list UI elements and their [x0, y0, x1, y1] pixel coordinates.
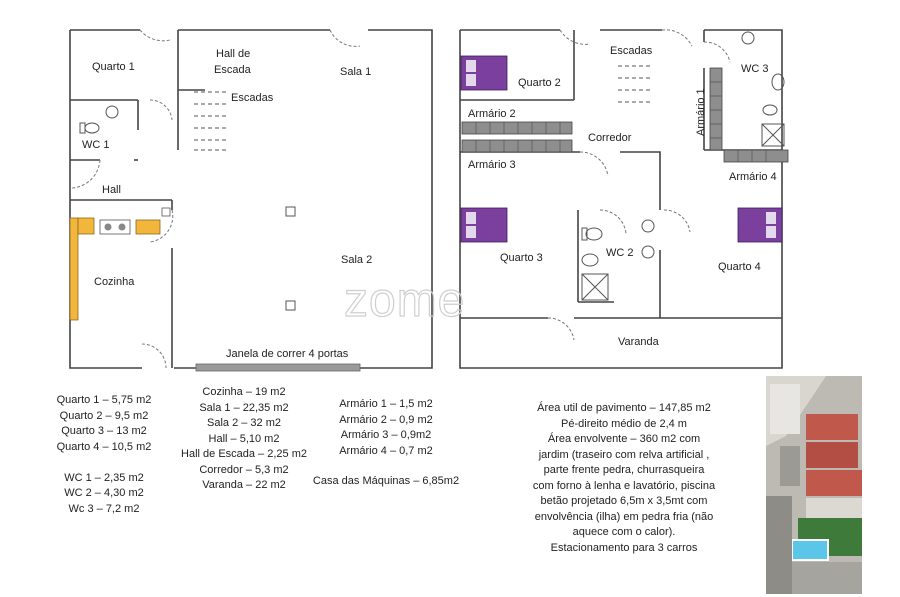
area-item: Armário 4 – 0,7 m2 [339, 444, 433, 457]
area-casa-maquinas: Casa das Máquinas – 6,85m2 [306, 474, 466, 490]
label-wc-3: WC 3 [741, 63, 769, 75]
area-item: Cozinha – 19 m2 [202, 386, 286, 398]
wc3-fixtures [741, 31, 785, 147]
area-item: Corredor – 5,3 m2 [199, 463, 289, 476]
upper-floor-plan: Escadas Quarto 2 Armário 1 WC 3 Armário … [459, 29, 789, 369]
label-corredor: Corredor [588, 132, 632, 144]
summary-line: parte frente pedra, churrasqueira [543, 464, 705, 476]
ground-floor-plan: Quarto 1 Hall de Escada Escadas Sala 1 W… [69, 29, 433, 372]
label-sala-2: Sala 2 [341, 254, 372, 266]
area-item: Hall – 5,10 m2 [208, 432, 280, 445]
area-item: Sala 2 – 32 m2 [207, 417, 281, 429]
kitchen-counters [69, 207, 171, 321]
closets [461, 67, 789, 163]
area-item: Quarto 3 – 13 m2 [61, 425, 147, 437]
summary-line: com forno à lenha e lavatório, piscina [532, 479, 716, 492]
area-item: Armário 3 – 0,9m2 [340, 429, 432, 441]
area-item: WC 1 – 2,35 m2 [64, 471, 144, 484]
area-item: WC 2 – 4,30 m2 [64, 487, 144, 499]
label-armario-3: Armário 3 [468, 159, 516, 171]
label-wc-2: WC 2 [606, 247, 634, 259]
sliding-window [195, 363, 361, 372]
label-cozinha: Cozinha [94, 276, 135, 288]
label-sala-1: Sala 1 [340, 66, 371, 78]
wc1-fixtures [79, 105, 119, 134]
summary-line: Pé-direito médio de 2,4 m [561, 417, 687, 430]
aerial-photo [766, 376, 862, 594]
wc2-fixtures [581, 219, 655, 301]
label-quarto-1: Quarto 1 [92, 61, 135, 73]
property-summary: Área util de pavimento – 147,85 m2 Pé-di… [514, 401, 734, 556]
label-quarto-3: Quarto 3 [500, 252, 543, 264]
summary-line: betão projetado 6,5m x 3,5mt com [540, 495, 708, 507]
watermark-logo: zome [344, 274, 465, 327]
area-item [48, 455, 160, 471]
area-item: Armário 2 – 0,9 m2 [339, 413, 433, 426]
summary-line: envolvência (ilha) em pedra fria (não [534, 510, 714, 523]
bed-quarto-2 [460, 55, 508, 91]
area-item: Quarto 2 – 9,5 m2 [59, 409, 149, 422]
summary-line: Área util de pavimento – 147,85 m2 [537, 402, 711, 414]
label-hall: Hall [102, 184, 121, 196]
area-item: Varanda – 22 m2 [202, 479, 286, 491]
bed-quarto-4 [737, 207, 783, 243]
summary-line: Estacionamento para 3 carros [550, 541, 698, 554]
area-item: Sala 1 – 22,35 m2 [199, 401, 289, 414]
label-hall-escada-2: Escada [214, 64, 252, 76]
area-item: Quarto 4 – 10,5 m2 [56, 440, 152, 453]
label-hall-escada-1: Hall de [216, 48, 250, 60]
area-item: Armário 1 – 1,5 m2 [339, 398, 433, 410]
label-varanda: Varanda [618, 336, 660, 348]
bed-quarto-3 [460, 207, 508, 243]
label-escadas-upper: Escadas [610, 45, 653, 57]
areas-bedrooms-wc: Quarto 1 – 5,75 m2 Quarto 2 – 9,5 m2 Qua… [48, 393, 160, 517]
label-wc-1: WC 1 [82, 139, 110, 151]
label-armario-4: Armário 4 [729, 171, 777, 183]
stairs-upper [618, 65, 650, 103]
label-janela-correr: Janela de correr 4 portas [226, 348, 349, 360]
areas-closets: Armário 1 – 1,5 m2 Armário 2 – 0,9 m2 Ar… [328, 397, 444, 459]
area-item: Hall de Escada – 2,25 m2 [181, 448, 307, 460]
label-quarto-4: Quarto 4 [718, 261, 761, 273]
area-item: Quarto 1 – 5,75 m2 [56, 394, 152, 406]
summary-line: aquece com o calor). [572, 526, 676, 538]
label-escadas-ground: Escadas [231, 92, 274, 104]
summary-line: Área envolvente – 360 m2 com [547, 433, 701, 445]
summary-line: jardim (traseiro com relva artificial , [538, 448, 710, 461]
areas-common-rooms: Cozinha – 19 m2 Sala 1 – 22,35 m2 Sala 2… [176, 385, 312, 494]
area-item: Casa das Máquinas – 6,85m2 [312, 475, 460, 487]
label-armario-2: Armário 2 [468, 108, 516, 120]
area-item: Wc 3 – 7,2 m2 [68, 502, 140, 515]
label-armario-1: Armário 1 [695, 88, 707, 136]
label-quarto-2: Quarto 2 [518, 77, 561, 89]
stairs-ground [194, 91, 228, 151]
